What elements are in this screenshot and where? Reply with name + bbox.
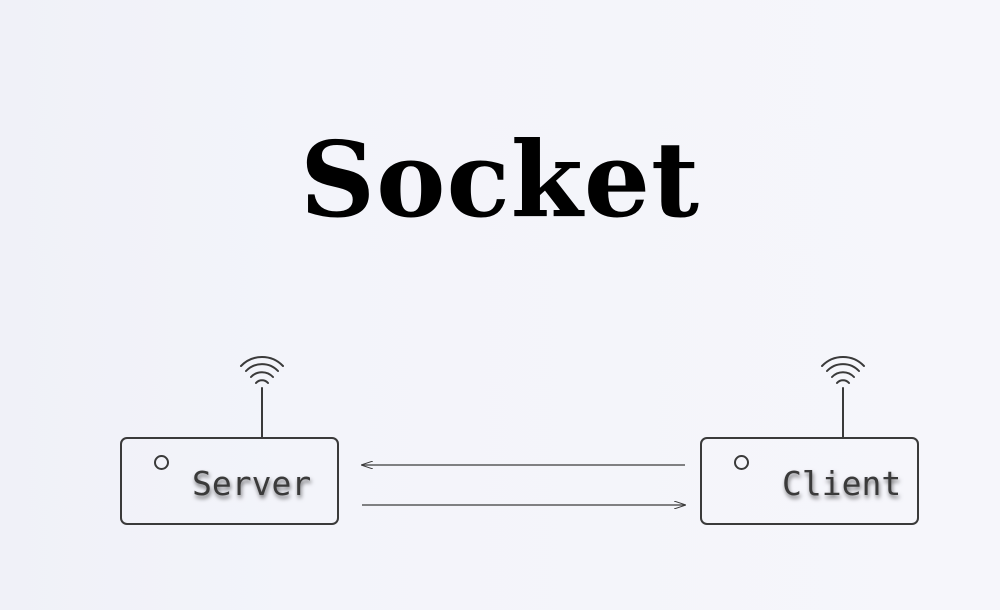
diagram-title: Socket (299, 118, 701, 241)
server-label: Server (192, 464, 312, 503)
client-label: Client (782, 464, 902, 503)
server-antenna-icon (240, 356, 284, 438)
server-indicator-light-icon (154, 455, 169, 470)
server-box: Server (120, 437, 339, 525)
client-antenna-icon (821, 356, 865, 438)
client-indicator-light-icon (734, 455, 749, 470)
client-box: Client (700, 437, 919, 525)
